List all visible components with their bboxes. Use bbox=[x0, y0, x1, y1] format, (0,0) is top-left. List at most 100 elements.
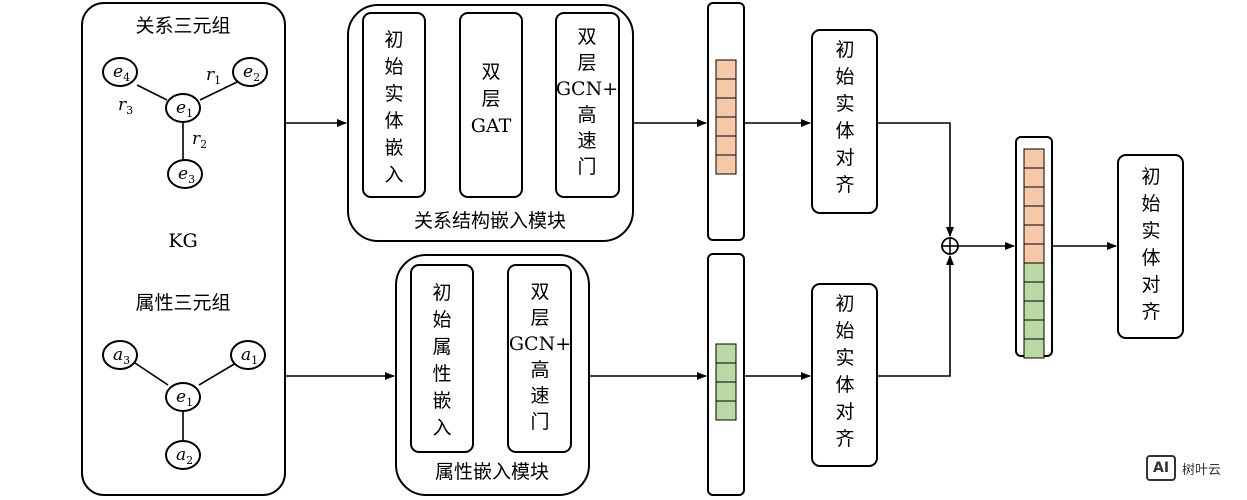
label-line: 齐 bbox=[835, 174, 854, 196]
watermark-badge: AI bbox=[1146, 455, 1177, 481]
attribute-block-init bbox=[410, 264, 474, 453]
relation-triples-title: 关系三元组 bbox=[135, 15, 230, 37]
label-line: GCN+ bbox=[509, 333, 571, 355]
kg-label: KG bbox=[168, 230, 197, 252]
node-e1 bbox=[165, 93, 201, 123]
label-line: 体 bbox=[835, 374, 854, 396]
attribute-graph: a3 a1 e1 a2 bbox=[102, 340, 266, 470]
label-line: 实 bbox=[384, 83, 403, 105]
relation-block-gcn bbox=[555, 12, 620, 198]
vector-cell bbox=[1023, 281, 1045, 302]
label-line: 始 bbox=[835, 66, 854, 88]
node-a3 bbox=[102, 340, 138, 370]
vector-cell bbox=[1023, 167, 1045, 188]
relation-block-gat bbox=[459, 12, 523, 198]
label-line: 始 bbox=[384, 56, 403, 78]
vector-cell bbox=[1023, 319, 1045, 340]
vector-cell bbox=[715, 154, 737, 175]
label-line: 入 bbox=[432, 417, 451, 439]
relation-module-title: 关系结构嵌入模块 bbox=[414, 210, 566, 232]
vector-cell bbox=[715, 116, 737, 137]
align-box-final bbox=[1117, 154, 1184, 339]
node-e2 bbox=[232, 57, 268, 87]
attribute-triples-title: 属性三元组 bbox=[135, 292, 230, 314]
label-line: 双 bbox=[577, 26, 596, 48]
label-line: GAT bbox=[471, 115, 512, 137]
label-line: 初 bbox=[835, 39, 854, 61]
label-line: 双 bbox=[481, 61, 500, 83]
vector-cell bbox=[715, 381, 737, 402]
label-line: 层 bbox=[530, 307, 549, 329]
label-line: 体 bbox=[835, 120, 854, 142]
label-line: 实 bbox=[835, 93, 854, 115]
attribute-vector bbox=[715, 343, 737, 421]
node-a2 bbox=[165, 440, 201, 470]
vector-cell bbox=[715, 59, 737, 80]
node-e4 bbox=[102, 57, 138, 87]
label-line: 始 bbox=[835, 320, 854, 342]
align-box-top bbox=[811, 29, 878, 214]
label-line: 对 bbox=[835, 401, 854, 423]
label-line: 始 bbox=[1141, 193, 1160, 215]
flow-arrows bbox=[285, 119, 1117, 380]
relation-block-init bbox=[362, 12, 426, 198]
watermark-text: 树叶云 bbox=[1182, 462, 1222, 478]
node-e1-attr bbox=[165, 382, 201, 412]
align-box-bottom bbox=[811, 283, 878, 467]
vector-cell bbox=[715, 78, 737, 99]
label-line: GCN+ bbox=[556, 78, 618, 100]
label-line: 高 bbox=[530, 359, 549, 381]
vector-cell bbox=[1023, 300, 1045, 321]
vector-cell bbox=[1023, 205, 1045, 226]
label-line: 初 bbox=[835, 293, 854, 315]
label-line: 嵌 bbox=[432, 390, 451, 412]
label-line: 速 bbox=[577, 130, 596, 152]
vector-cell bbox=[1023, 224, 1045, 245]
label-line: 性 bbox=[432, 363, 451, 385]
vector-cell bbox=[715, 343, 737, 364]
attribute-block-gcn bbox=[507, 264, 572, 453]
label-line: 初 bbox=[1141, 166, 1160, 188]
vector-cell bbox=[715, 97, 737, 118]
node-e3 bbox=[167, 159, 203, 189]
merged-vector bbox=[1023, 148, 1045, 359]
label-line: 入 bbox=[384, 164, 403, 186]
label-line: 初 bbox=[384, 29, 403, 51]
vector-cell bbox=[715, 400, 737, 421]
label-line: 齐 bbox=[1141, 301, 1160, 323]
label-line: 属 bbox=[432, 336, 451, 358]
vector-cell bbox=[715, 135, 737, 156]
vector-cell bbox=[1023, 186, 1045, 207]
arrow-align-bottom-to-concat bbox=[877, 255, 954, 377]
vector-cell bbox=[715, 362, 737, 383]
arrow-align-top-to-concat bbox=[877, 122, 954, 237]
watermark: AI 树叶云 bbox=[1146, 455, 1221, 481]
vector-cell bbox=[1023, 148, 1045, 169]
label-line: 速 bbox=[530, 385, 549, 407]
label-line: 齐 bbox=[835, 428, 854, 450]
relation-block-gcn-label: 双层 GCN+ 高速门 bbox=[556, 26, 618, 178]
label-line: 对 bbox=[1141, 274, 1160, 296]
label-line: 初 bbox=[432, 282, 451, 304]
label-line: 门 bbox=[577, 156, 596, 178]
node-a1 bbox=[230, 340, 266, 370]
vector-cell bbox=[1023, 262, 1045, 283]
label-line: 嵌 bbox=[384, 137, 403, 159]
label-line: 体 bbox=[384, 110, 403, 132]
label-line: 实 bbox=[835, 347, 854, 369]
label-line: 高 bbox=[577, 104, 596, 126]
label-line: 体 bbox=[1141, 247, 1160, 269]
vector-cell bbox=[1023, 338, 1045, 359]
label-line: 始 bbox=[432, 309, 451, 331]
label-line: 层 bbox=[577, 52, 596, 74]
kg-panel bbox=[81, 2, 286, 496]
label-line: 门 bbox=[530, 411, 549, 433]
